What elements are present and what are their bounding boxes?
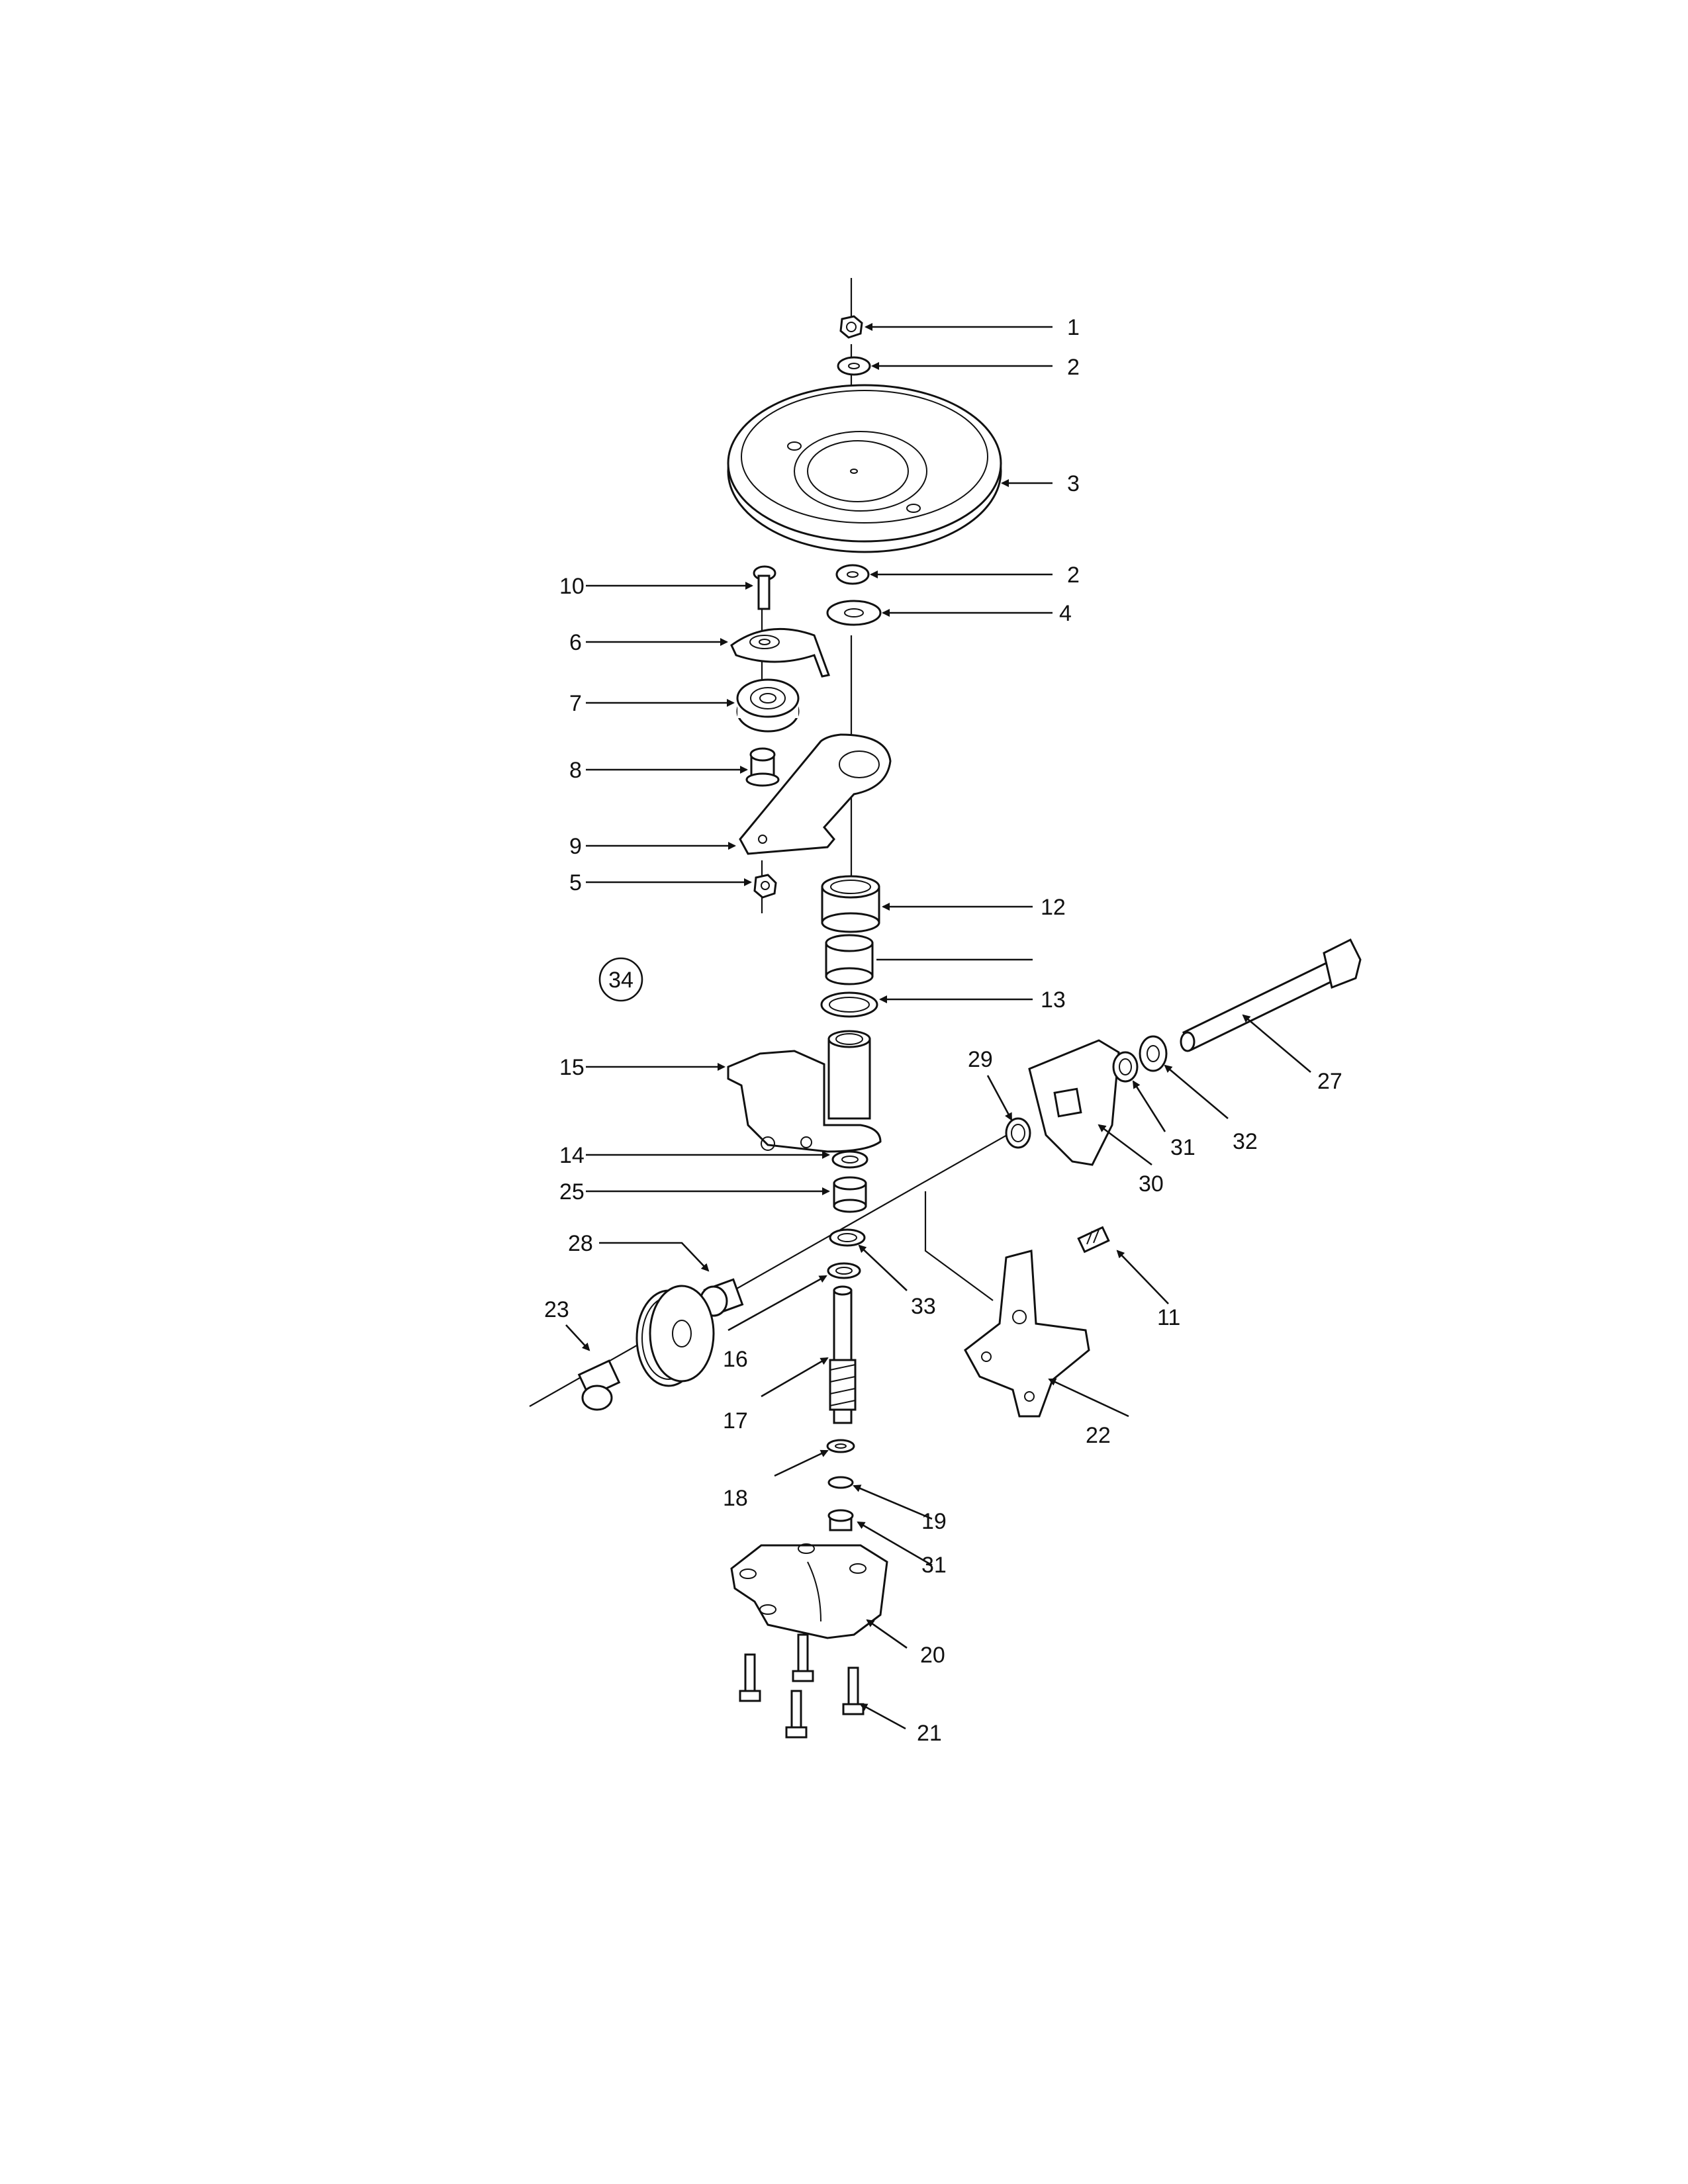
part-13-ring bbox=[820, 991, 878, 1018]
part-15-gear-housing bbox=[727, 1030, 882, 1153]
part-21-screws bbox=[739, 1633, 865, 1739]
part-10-bolt bbox=[753, 565, 776, 610]
part-4-washer bbox=[826, 600, 882, 626]
callout-labels: 1 2 3 2 4 10 6 7 8 9 5 12 13 15 29 27 31… bbox=[544, 315, 1342, 1746]
callout-29: 29 bbox=[968, 1047, 993, 1072]
part-6-plate bbox=[730, 627, 831, 678]
assembly-badge: 34 bbox=[598, 957, 643, 1002]
callout-10: 10 bbox=[559, 574, 585, 599]
callout-21: 21 bbox=[917, 1721, 942, 1746]
part-11-spring bbox=[1077, 1226, 1110, 1253]
part-1-hex-nut bbox=[839, 315, 863, 339]
part-sleeve-unnumbered bbox=[825, 934, 874, 985]
callout-4: 4 bbox=[1059, 601, 1072, 626]
callout-14: 14 bbox=[559, 1143, 585, 1168]
callout-9: 9 bbox=[569, 834, 582, 859]
part-31-bushing-upper bbox=[1112, 1051, 1139, 1083]
part-12-collar bbox=[821, 875, 880, 933]
part-3-pulley bbox=[727, 384, 1002, 553]
part-8-bushing bbox=[745, 747, 780, 787]
part-20-lower-housing bbox=[730, 1543, 888, 1639]
part-29-ring bbox=[1005, 1117, 1031, 1149]
callout-16: 16 bbox=[723, 1347, 748, 1372]
callout-20: 20 bbox=[920, 1643, 945, 1668]
callout-11: 11 bbox=[1157, 1305, 1180, 1330]
callout-3: 3 bbox=[1067, 471, 1080, 496]
part-25-bushing bbox=[833, 1176, 867, 1213]
callout-19: 19 bbox=[921, 1509, 947, 1534]
part-17-worm-shaft bbox=[829, 1285, 857, 1424]
callout-2: 2 bbox=[1067, 563, 1080, 588]
part-7-bearing bbox=[736, 678, 800, 733]
assembly-badge-label: 34 bbox=[608, 968, 633, 993]
part-18-washer bbox=[826, 1439, 855, 1453]
callout-28: 28 bbox=[568, 1231, 593, 1256]
part-2-washer-top bbox=[837, 356, 871, 376]
callout-27: 27 bbox=[1317, 1069, 1342, 1094]
part-32-washer bbox=[1139, 1035, 1168, 1072]
callout-32: 32 bbox=[1233, 1129, 1258, 1154]
part-30-plate bbox=[1028, 1039, 1120, 1166]
callout-15: 15 bbox=[559, 1055, 585, 1080]
callout-33: 33 bbox=[911, 1294, 936, 1319]
callout-22: 22 bbox=[1086, 1423, 1111, 1448]
callout-2: 2 bbox=[1067, 355, 1080, 380]
callout-17: 17 bbox=[723, 1408, 748, 1433]
callout-30: 30 bbox=[1139, 1171, 1164, 1197]
callout-13: 13 bbox=[1041, 987, 1066, 1013]
part-2-washer-lower bbox=[835, 564, 870, 585]
leader-lines bbox=[565, 323, 1311, 1730]
part-31-bushing-lower bbox=[827, 1509, 854, 1531]
callout-1: 1 bbox=[1067, 315, 1080, 340]
part-9-bracket-arm bbox=[739, 733, 892, 855]
callout-31: 31 bbox=[921, 1553, 947, 1578]
part-gear-wheel bbox=[635, 1285, 715, 1387]
callout-12: 12 bbox=[1041, 895, 1066, 920]
part-33-washer bbox=[829, 1228, 866, 1247]
part-14-washer bbox=[831, 1150, 868, 1169]
part-22-bracket bbox=[964, 1250, 1090, 1418]
callout-23: 23 bbox=[544, 1297, 569, 1322]
part-16-washer bbox=[827, 1262, 861, 1279]
part-5-nut bbox=[753, 874, 777, 899]
part-23-bushing bbox=[577, 1359, 621, 1411]
part-19-washer bbox=[827, 1476, 854, 1489]
callout-5: 5 bbox=[569, 870, 582, 895]
callout-18: 18 bbox=[723, 1486, 748, 1511]
callout-25: 25 bbox=[559, 1179, 585, 1205]
callout-7: 7 bbox=[569, 691, 582, 716]
part-27-axle bbox=[1180, 938, 1362, 1052]
callout-8: 8 bbox=[569, 758, 582, 783]
callout-31: 31 bbox=[1170, 1135, 1196, 1160]
callout-6: 6 bbox=[569, 630, 582, 655]
